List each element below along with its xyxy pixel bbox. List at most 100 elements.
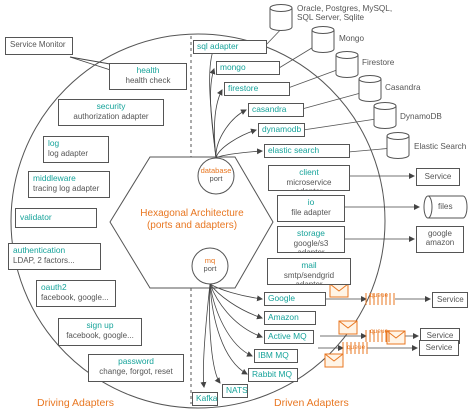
firestore-adapter-label: firestore adapter — [228, 83, 259, 95]
mail-adapter-box: mail smtp/sendgrid adapter — [267, 258, 351, 285]
driving-adapters-label: Driving Adapters — [37, 397, 115, 409]
sql-databases-line1: Oracle, Postgres, MySQL, — [297, 4, 393, 13]
cassandra-db-label: Casandra — [385, 83, 421, 92]
security-title: security — [96, 101, 126, 111]
kafka-adapter-box: Kafka — [192, 392, 218, 406]
kafka-label: Kafka — [196, 393, 218, 403]
mq-service-label-3: Service — [425, 343, 453, 352]
pubsub-label: Google Pub/Sub — [268, 293, 300, 305]
middleware-adapter-box: middleware tracing log adapter — [28, 171, 110, 198]
queue-markers — [342, 293, 395, 354]
ibmmq-adapter-box: IBM MQ — [254, 349, 298, 363]
client-adapter-box: client microservice adapter — [268, 165, 350, 191]
amazon-label: amazon — [425, 238, 455, 248]
mq-service-box-1: Service — [432, 292, 468, 308]
service-monitor-box: Service Monitor — [5, 37, 73, 55]
mq-service-box-3: Service — [419, 340, 459, 356]
database-cylinder-icon — [386, 132, 410, 159]
signup-adapter-box: sign up facebook, google... — [58, 318, 142, 346]
storage-adapter-box: storage google/s3 adapter — [277, 226, 345, 253]
rabbitmq-adapter-box: Rabbit MQ — [248, 368, 298, 382]
cassandra-adapter-label: casandra adapter — [252, 104, 287, 116]
envelope-icon — [386, 330, 406, 345]
security-adapter-box: security authorization adapter — [58, 99, 164, 126]
storage-title: storage — [297, 228, 325, 238]
client-sub: microservice adapter — [286, 177, 332, 190]
sql-databases-line2: SQL Server, Sqlite — [297, 13, 365, 23]
elastic-adapter-box: elastic search adapter — [264, 144, 350, 158]
authentication-adapter-box: authentication LDAP, 2 factors... — [8, 243, 101, 270]
pubsub-adapter-box: Google Pub/Sub — [264, 292, 326, 306]
mq-service-label-1: Service — [437, 295, 464, 304]
envelope-icon — [324, 353, 344, 368]
sqs-adapter-box: Amazon SQS — [264, 311, 316, 325]
client-service-box: Service — [416, 168, 460, 186]
firestore-adapter-box: firestore adapter — [224, 82, 290, 96]
database-cylinder-icons — [269, 4, 410, 159]
sql-adapter-box: sql adapter — [193, 40, 267, 54]
queue-label-1: queue — [370, 292, 389, 299]
other-adapter-arrows — [345, 173, 420, 242]
database-port-title: database — [200, 166, 232, 175]
outer-boundary-circle — [10, 33, 386, 409]
sqs-label: Amazon SQS — [268, 312, 299, 324]
files-storage-icon — [423, 195, 468, 219]
password-adapter-box: password change, forgot, reset — [88, 354, 184, 382]
database-cylinder-icon — [311, 26, 335, 53]
database-port-label: database port — [198, 166, 234, 184]
database-cylinder-icon — [335, 51, 359, 78]
google-amazon-box: google amazon — [416, 226, 464, 253]
queue-marker — [365, 293, 395, 305]
database-port-sub: port — [209, 174, 223, 184]
core-title-line1: Hexagonal Architecture — [140, 208, 244, 219]
files-label: files — [438, 202, 453, 211]
signup-title: sign up — [86, 320, 114, 330]
google-label: google — [427, 229, 453, 238]
nats-label: NATS — [226, 385, 248, 395]
middleware-sub: tracing log adapter — [33, 183, 100, 193]
dynamodb-adapter-label: dynamodb adapter — [262, 124, 302, 136]
queue-marker — [365, 330, 390, 342]
core-title: Hexagonal Architecture (ports and adapte… — [122, 208, 262, 232]
dynamodb-db-label: DynamoDB — [400, 112, 442, 121]
activemq-adapter-box: Active MQ — [264, 330, 314, 344]
mq-fan-arrows — [200, 283, 263, 388]
oauth2-adapter-box: oauth2 facebook, google... — [36, 280, 116, 307]
log-title: log — [48, 138, 60, 148]
nats-adapter-box: NATS — [222, 384, 248, 398]
elastic-adapter-label: elastic search adapter — [268, 145, 320, 157]
authentication-sub: LDAP, 2 factors... — [13, 255, 75, 265]
service-monitor-label: Service Monitor — [10, 40, 66, 49]
cassandra-adapter-box: casandra adapter — [248, 103, 304, 117]
database-cylinder-icon — [269, 4, 293, 31]
driven-adapters-label: Driven Adapters — [274, 397, 349, 409]
sql-adapter-label: sql adapter — [197, 41, 239, 51]
security-sub: authorization adapter — [73, 111, 149, 121]
middleware-title: middleware — [33, 173, 76, 183]
signup-sub: facebook, google... — [66, 330, 134, 340]
oauth2-title: oauth2 — [41, 282, 67, 292]
activemq-label: Active MQ — [268, 331, 307, 341]
mongo-adapter-label: mongo adapter — [220, 62, 248, 74]
mq-port-sub: port — [203, 264, 217, 274]
password-title: password — [118, 356, 154, 366]
queue-marker — [342, 342, 368, 354]
mail-sub: smtp/sendgrid adapter — [283, 270, 335, 285]
log-sub: log adapter — [48, 148, 89, 158]
storage-sub: google/s3 adapter — [293, 238, 329, 253]
mongo-adapter-box: mongo adapter — [216, 61, 280, 75]
queue-label-3: queue — [347, 344, 366, 351]
client-service-label: Service — [424, 172, 452, 181]
io-sub: file adapter — [291, 207, 331, 217]
firestore-db-label: Firestore — [362, 58, 395, 67]
health-sub: health check — [125, 75, 171, 85]
oauth2-sub: facebook, google... — [41, 292, 109, 302]
envelope-icons — [324, 283, 406, 368]
elastic-db-label: Elastic Search — [414, 142, 467, 151]
database-fan-arrows — [209, 47, 263, 159]
queue-label-2: queue — [370, 328, 389, 335]
validator-adapter-box: validator — [15, 208, 97, 228]
log-adapter-box: log log adapter — [43, 136, 109, 163]
io-adapter-box: io file adapter — [277, 195, 345, 222]
database-cylinder-icon — [358, 75, 382, 102]
